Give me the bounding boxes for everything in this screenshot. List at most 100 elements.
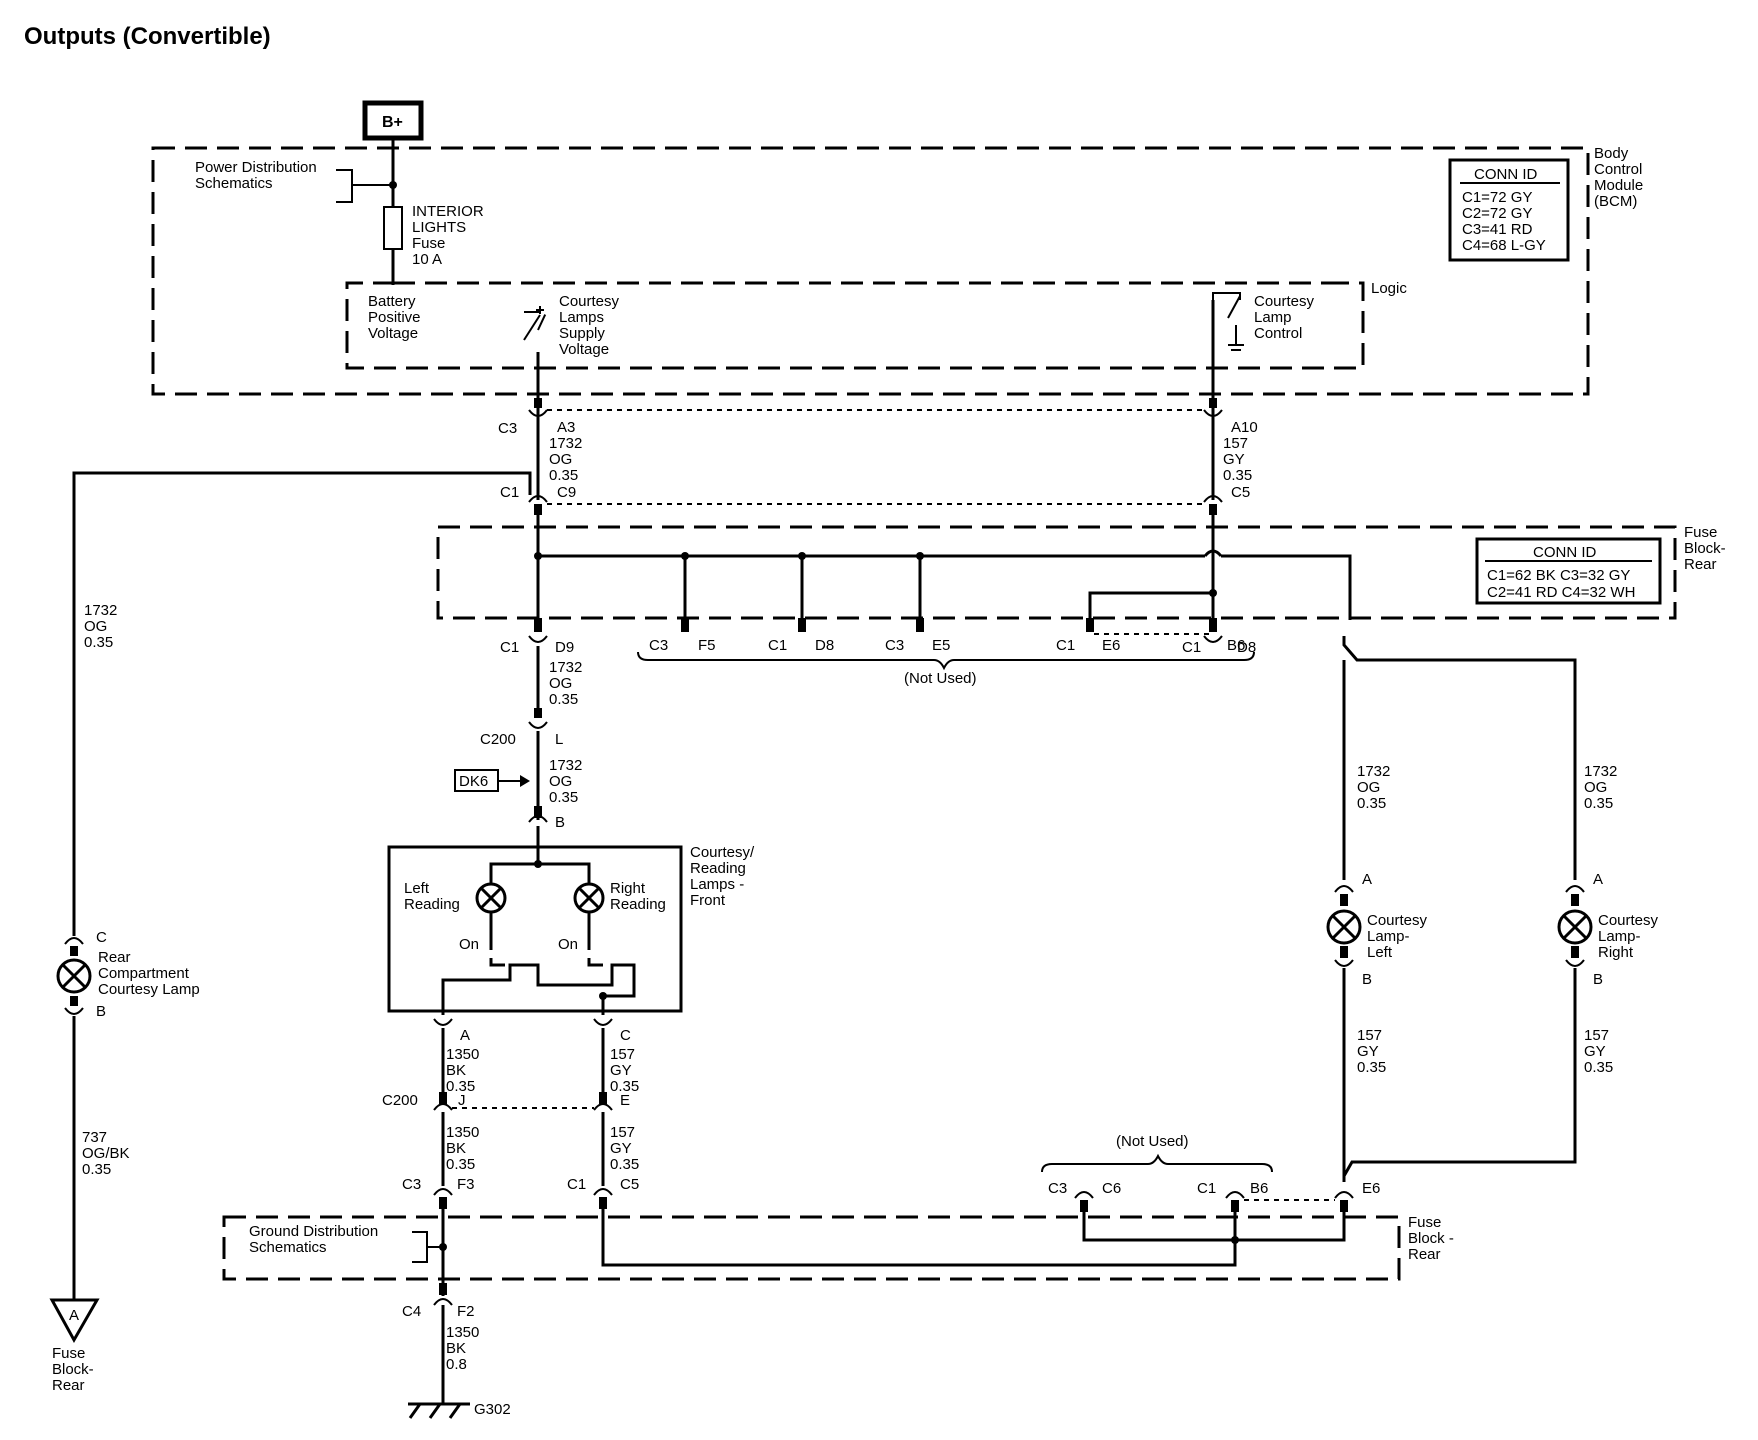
lamp-right-top-wire-label: 1732 OG 0.35	[1584, 763, 1622, 812]
svg-text:E: E	[620, 1092, 630, 1109]
lamp-right-bottom-wire-label: 157 GY 0.35	[1584, 1027, 1613, 1076]
fuse-block-top-label: Fuse Block- Rear	[1684, 524, 1730, 573]
svg-text:C1: C1	[500, 639, 519, 656]
svg-text:C1=62 BK C3=32 GY: C1=62 BK C3=32 GY	[1487, 567, 1630, 584]
not-used-label: (Not Used)	[904, 670, 977, 687]
ground-g302-label: G302	[474, 1401, 511, 1418]
svg-text:C: C	[96, 929, 107, 946]
pin-c3-f5-connector: C3	[649, 637, 668, 654]
courtesy-lamp-control-label: Courtesy Lamp Control	[1254, 293, 1318, 342]
not-used-brace	[637, 651, 1255, 671]
svg-text:A: A	[1362, 871, 1372, 888]
svg-text:C200: C200	[480, 731, 516, 748]
logic-boundary	[345, 281, 1365, 370]
courtesy-lamps-supply-voltage-label: Courtesy Lamps Supply Voltage	[559, 293, 623, 358]
offpage-connector-a-icon	[49, 1298, 100, 1344]
svg-text:A: A	[460, 1027, 470, 1044]
a10-wire-label: A10 157 GY 0.35	[1223, 419, 1262, 484]
ground-icon	[408, 1402, 470, 1419]
svg-text:B: B	[555, 814, 565, 831]
front-lamp-feed: C1 D9 1732 OG 0.35 C200 L 1732 OG 0.35 D…	[454, 635, 587, 831]
svg-text:B: B	[1593, 971, 1603, 988]
svg-text:A: A	[69, 1307, 79, 1324]
right-on-label: On	[558, 936, 578, 953]
courtesy-lamps-right-side: C1 D8 1732 OG 0.35 1732 OG 0.35 A Courte…	[1182, 635, 1662, 1182]
c1-c9-connector	[528, 495, 548, 503]
svg-text:F3: F3	[457, 1176, 475, 1193]
courtesy-lamp-right-label: Courtesy Lamp- Right	[1598, 912, 1662, 961]
left-wire-label: 1732 OG 0.35	[84, 602, 122, 651]
svg-text:C4: C4	[402, 1303, 421, 1320]
svg-text:C4=68 L-GY: C4=68 L-GY	[1462, 237, 1546, 254]
left-on-label: On	[459, 936, 479, 953]
courtesy-lamp-right-icon	[1557, 909, 1593, 945]
rear-compartment-label: Rear Compartment Courtesy Lamp	[98, 949, 200, 998]
wire-737-label: 737 OG/BK 0.35	[82, 1129, 134, 1178]
bcm-boundary	[151, 146, 1590, 396]
wire-a-label: 1350 BK 0.35	[446, 1046, 484, 1095]
svg-text:B: B	[96, 1003, 106, 1020]
svg-text:E6: E6	[1362, 1180, 1380, 1197]
pin-c1-d8-connector: C1	[768, 637, 787, 654]
svg-text:L: L	[555, 731, 563, 748]
svg-text:F2: F2	[457, 1303, 475, 1320]
left-reading-label: Left Reading	[404, 880, 460, 913]
wire-e-label: 157 GY 0.35	[610, 1124, 639, 1173]
l-wire-label: 1732 OG 0.35	[549, 757, 587, 806]
svg-text:C3: C3	[402, 1176, 421, 1193]
ground-distribution-label: Ground Distribution Schematics	[249, 1223, 382, 1256]
d9-wire-label: 1732 OG 0.35	[549, 659, 587, 708]
pin-b6: B6	[1227, 637, 1245, 654]
c5-label: C5	[1231, 484, 1250, 501]
body-control-module: Body Control Module (BCM) CONN ID C1=72 …	[151, 100, 1643, 415]
courtesy-lamp-left-label: Courtesy Lamp- Left	[1367, 912, 1431, 961]
svg-text:C1: C1	[1182, 639, 1201, 656]
svg-text:C1: C1	[1197, 1180, 1216, 1197]
courtesy-lamp-left-icon	[1326, 909, 1362, 945]
svg-text:C6: C6	[1102, 1180, 1121, 1197]
wire-c-label: 157 GY 0.35	[610, 1046, 639, 1095]
svg-text:C5: C5	[620, 1176, 639, 1193]
svg-text:C3: C3	[1048, 1180, 1067, 1197]
front-lamps-label: Courtesy/ Reading Lamps - Front	[690, 844, 758, 909]
logic-label: Logic	[1371, 280, 1407, 297]
lamp-left-bottom-wire-label: 157 GY 0.35	[1357, 1027, 1386, 1076]
fuse-label: INTERIOR LIGHTS Fuse 10 A	[412, 203, 488, 268]
svg-text:J: J	[458, 1092, 466, 1109]
power-distribution-label: Power Distribution Schematics	[195, 159, 321, 192]
svg-text:B6: B6	[1250, 1180, 1268, 1197]
pin-d8: D8	[815, 637, 834, 654]
svg-text:C1: C1	[567, 1176, 586, 1193]
svg-text:CONN ID: CONN ID	[1474, 166, 1538, 183]
pin-e5: E5	[932, 637, 950, 654]
bcm-to-fuse-block-wiring: C3 A3 1732 OG 0.35 A10 157 GY 0.35 C1 C9…	[72, 398, 1262, 936]
right-reading-label: Right Reading	[610, 880, 666, 913]
svg-text:C200: C200	[382, 1092, 418, 1109]
svg-text:C: C	[620, 1027, 631, 1044]
c3-label: C3	[498, 420, 517, 437]
rear-lamp-icon	[56, 958, 92, 994]
bottom-not-used-brace	[1041, 1153, 1273, 1173]
fuse-block-top-boundary	[436, 525, 1677, 620]
bottom-not-used-label: (Not Used)	[1116, 1133, 1189, 1150]
fuse-block-bottom-label: Fuse Block - Rear	[1408, 1214, 1458, 1263]
c200-l-connector	[528, 721, 548, 729]
c1-c5-connector	[1203, 495, 1223, 503]
battery-positive-voltage-label: Battery Positive Voltage	[368, 293, 425, 342]
pin-c3-e5-connector: C3	[885, 637, 904, 654]
wire-j-label: 1350 BK 0.35	[446, 1124, 484, 1173]
svg-text:A: A	[1593, 871, 1603, 888]
svg-text:C2=72 GY: C2=72 GY	[1462, 205, 1532, 222]
arrow-icon	[520, 775, 530, 787]
svg-text:C2=41 RD C4=32 WH: C2=41 RD C4=32 WH	[1487, 584, 1635, 601]
svg-text:D9: D9	[555, 639, 574, 656]
svg-text:C3=41 RD: C3=41 RD	[1462, 221, 1533, 238]
a3-wire-label: A3 1732 OG 0.35	[549, 419, 587, 484]
svg-text:CONN ID: CONN ID	[1533, 544, 1597, 561]
b-plus-label: B+	[382, 114, 403, 131]
fuse-block-rear-bottom: Fuse Block - Rear Ground Distribution Sc…	[222, 1133, 1458, 1419]
bcm-conn-id-table: CONN ID C1=72 GY C2=72 GY C3=41 RD C4=68…	[1448, 158, 1570, 262]
pin-c1-e6-connector: C1	[1056, 637, 1075, 654]
pin-f5: F5	[698, 637, 716, 654]
